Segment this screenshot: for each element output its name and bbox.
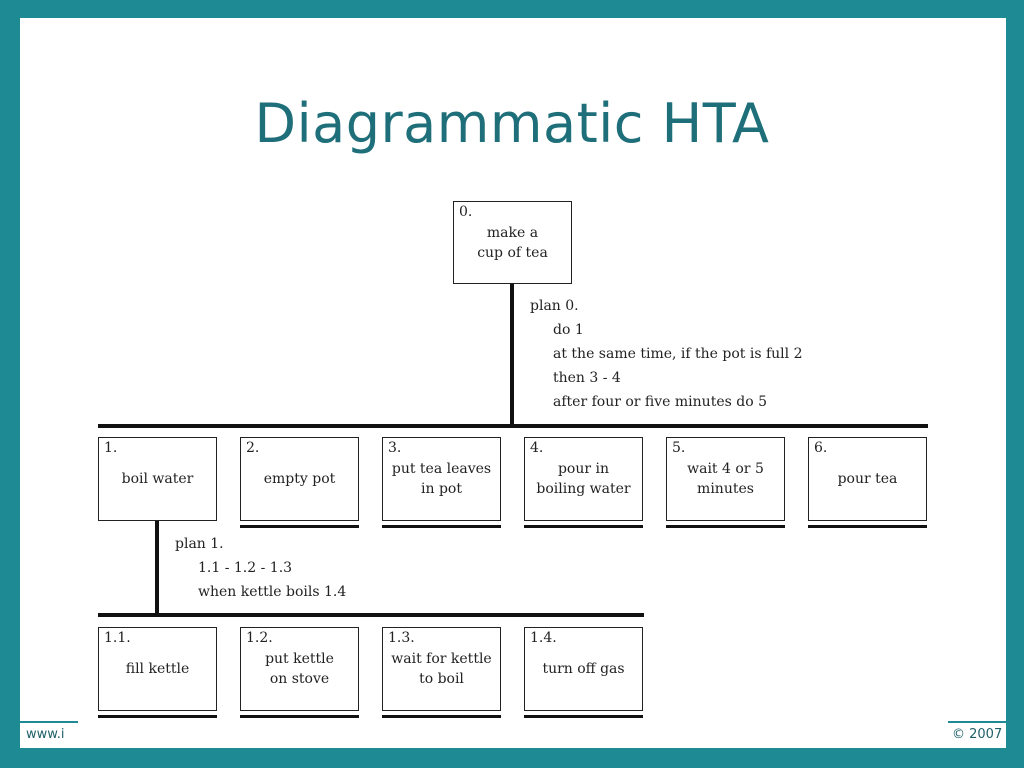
plan-line: 1.1 - 1.2 - 1.3 [198,560,293,576]
task-label-line: boil water [121,471,194,487]
task-label-line: pour in [557,461,610,477]
plan-line: then 3 - 4 [553,370,621,386]
connector-task1-vertical [155,521,159,616]
plan-1: plan 1. 1.1 - 1.2 - 1.3 when kettle boil… [175,532,346,604]
connector-root-vertical [510,284,514,426]
footer-divider-right [948,721,1006,723]
task-number: 4. [530,440,544,456]
leaf-underline [524,525,643,528]
task-box-2: 2. empty pot [240,437,359,521]
task-number: 1. [104,440,118,456]
plan-heading: plan 0. [530,298,579,314]
task-box-1-1: 1.1. fill kettle [98,627,217,711]
task-box-4: 4. pour in boiling water [524,437,643,521]
task-number: 3. [388,440,402,456]
task-number: 6. [814,440,828,456]
plan-line: when kettle boils 1.4 [198,584,347,600]
leaf-underline [240,525,359,528]
leaf-underline [524,715,643,718]
task-label-line: wait for kettle [391,651,492,667]
task-label-line: put tea leaves [391,461,492,477]
task-label-line: fill kettle [125,661,190,677]
leaf-underline [382,715,501,718]
task-number: 1.4. [530,630,557,646]
task-box-1-4: 1.4. turn off gas [524,627,643,711]
task-box-1-3: 1.3. wait for kettle to boil [382,627,501,711]
task-number: 1.2. [246,630,273,646]
task-box-1-2: 1.2. put kettle on stove [240,627,359,711]
leaf-underline [98,715,217,718]
task-box-1: 1. boil water [98,437,217,521]
leaf-underline [666,525,785,528]
task-label-line: on stove [269,671,330,687]
connector-level2-bar [98,613,644,617]
task-label-line: in pot [421,481,462,497]
task-label-line: pour tea [837,471,898,487]
task-number: 0. [459,204,473,220]
leaf-underline [240,715,359,718]
task-number: 2. [246,440,260,456]
plan-0: plan 0. do 1 at the same time, if the po… [530,294,802,414]
task-label-line: empty pot [263,471,336,487]
task-number: 5. [672,440,686,456]
leaf-underline [382,525,501,528]
task-number: 1.1. [104,630,131,646]
leaf-underline [808,525,927,528]
task-label-line: boiling water [536,481,631,497]
task-box-0: 0. make a cup of tea [453,201,572,284]
connector-level1-bar [98,424,928,428]
footer-url: www.i [26,727,65,742]
task-label-line: to boil [419,671,464,687]
task-label-line: turn off gas [542,661,625,677]
slide-title: Diagrammatic HTA [254,92,770,155]
task-box-6: 6. pour tea [808,437,927,521]
plan-line: at the same time, if the pot is full 2 [553,346,803,362]
task-number: 1.3. [388,630,415,646]
plan-heading: plan 1. [175,536,224,552]
task-label-line: cup of tea [477,245,548,261]
task-label-line: put kettle [265,651,334,667]
task-label-line: make a [486,225,539,241]
plan-line: do 1 [553,322,584,338]
footer-divider-left [20,721,78,723]
task-box-5: 5. wait 4 or 5 minutes [666,437,785,521]
task-label-line: minutes [697,481,754,497]
task-box-3: 3. put tea leaves in pot [382,437,501,521]
plan-line: after four or five minutes do 5 [553,394,767,410]
footer-copyright: © 2007 [952,727,1003,742]
task-label-line: wait 4 or 5 [687,461,764,477]
